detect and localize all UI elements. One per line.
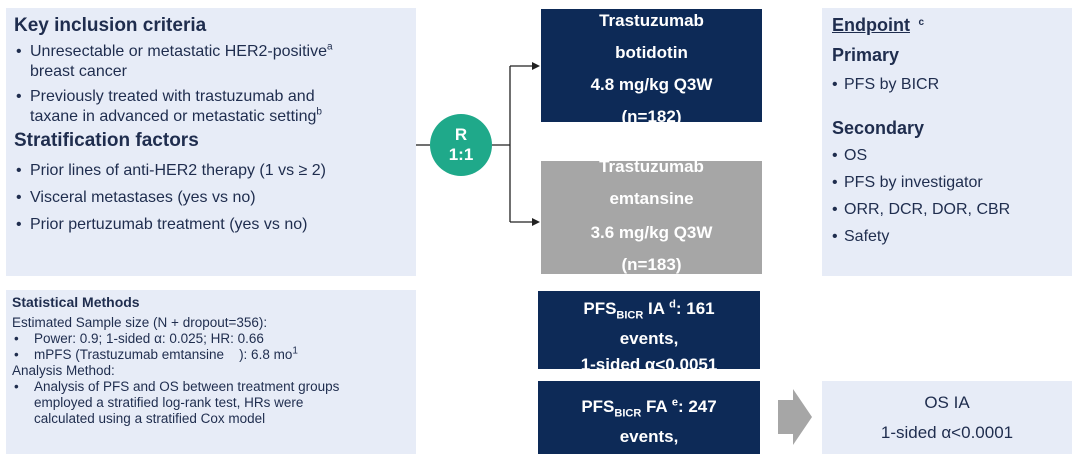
stats-title: Statistical Methods [12, 294, 140, 310]
sample-size-line: Estimated Sample size (N + dropout=356): [12, 315, 268, 330]
list-item: •ORR, DCR, DOR, CBR [832, 201, 1011, 218]
statistical-methods-panel: Statistical Methods Estimated Sample siz… [6, 290, 416, 454]
bullet-icon: • [16, 88, 22, 105]
inclusion-list: • Unresectable or metastatic HER2-positi… [14, 42, 408, 127]
endpoint-panel: Endpoint c Primary •PFS by BICR Secondar… [822, 8, 1072, 276]
list-item: • Previously treated with trastuzumab an… [16, 88, 322, 125]
bullet-icon: • [16, 162, 22, 179]
primary-label: Primary [832, 45, 900, 65]
list-item: •Visceral metastases (yes vs no) [16, 189, 256, 206]
arrowhead-arm2 [532, 218, 540, 226]
list-item: •Prior pertuzumab treatment (yes vs no) [16, 216, 308, 233]
bullet-icon: • [832, 76, 838, 93]
arm-trastuzumab-botidotin: Trastuzumab botidotin 4.8 mg/kg Q3W (n=1… [541, 9, 762, 122]
arrowhead-arm1 [532, 62, 540, 70]
endpoint-title: Endpoint [832, 15, 910, 35]
bullet-icon: • [14, 347, 19, 362]
pfs-final-analysis-box: PFSBICR FA e: 247 events, [538, 381, 760, 454]
list-item: •mPFS (Trastuzumab emtansine ): 6.8 mo1 [14, 345, 298, 362]
os-interim-analysis-box: OS IA 1-sided α<0.0001 [822, 381, 1072, 454]
inclusion-title: Key inclusion criteria [14, 15, 207, 36]
inclusion-criteria-panel: Key inclusion criteria • Unresectable or… [6, 8, 416, 276]
bullet-icon: • [832, 174, 838, 191]
stratification-title: Stratification factors [14, 130, 199, 151]
bullet-icon: • [14, 379, 19, 394]
list-item: •Safety [832, 228, 890, 245]
bullet-icon: • [832, 201, 838, 218]
bullet-icon: • [16, 43, 22, 60]
bullet-icon: • [16, 216, 22, 233]
list-item: •PFS by investigator [832, 174, 983, 191]
bullet-icon: • [14, 331, 19, 346]
pfs-interim-analysis-box: PFSBICR IA d: 161 events, 1-sided α<0.00… [538, 291, 760, 369]
list-item: •PFS by BICR [832, 76, 940, 93]
primary-list: •PFS by BICR [832, 75, 1062, 95]
list-item: •OS [832, 147, 868, 164]
randomization-ratio: 1:1 [448, 145, 474, 164]
list-item: • Unresectable or metastatic HER2-positi… [16, 41, 333, 80]
randomization-label: R [454, 125, 468, 144]
arm-trastuzumab-emtansine: Trastuzumab emtansine 3.6 mg/kg Q3W (n=1… [541, 161, 762, 274]
block-arrow-icon [778, 389, 812, 445]
endpoint-title-row: Endpoint c [832, 15, 924, 35]
list-item: •Power: 0.9; 1-sided α: 0.025; HR: 0.66 [14, 331, 264, 346]
bullet-icon: • [16, 189, 22, 206]
bullet-icon: • [832, 228, 838, 245]
analysis-method-line: Analysis Method: [12, 363, 115, 378]
secondary-label: Secondary [832, 118, 925, 138]
bullet-icon: • [832, 147, 838, 164]
randomization-circle: R 1:1 [430, 114, 492, 176]
list-item: •Prior lines of anti-HER2 therapy (1 vs … [16, 162, 326, 179]
secondary-list: •OS •PFS by investigator •ORR, DCR, DOR,… [832, 146, 1062, 247]
stratification-list: •Prior lines of anti-HER2 therapy (1 vs … [14, 161, 408, 235]
list-item: • Analysis of PFS and OS between treatme… [14, 379, 340, 426]
